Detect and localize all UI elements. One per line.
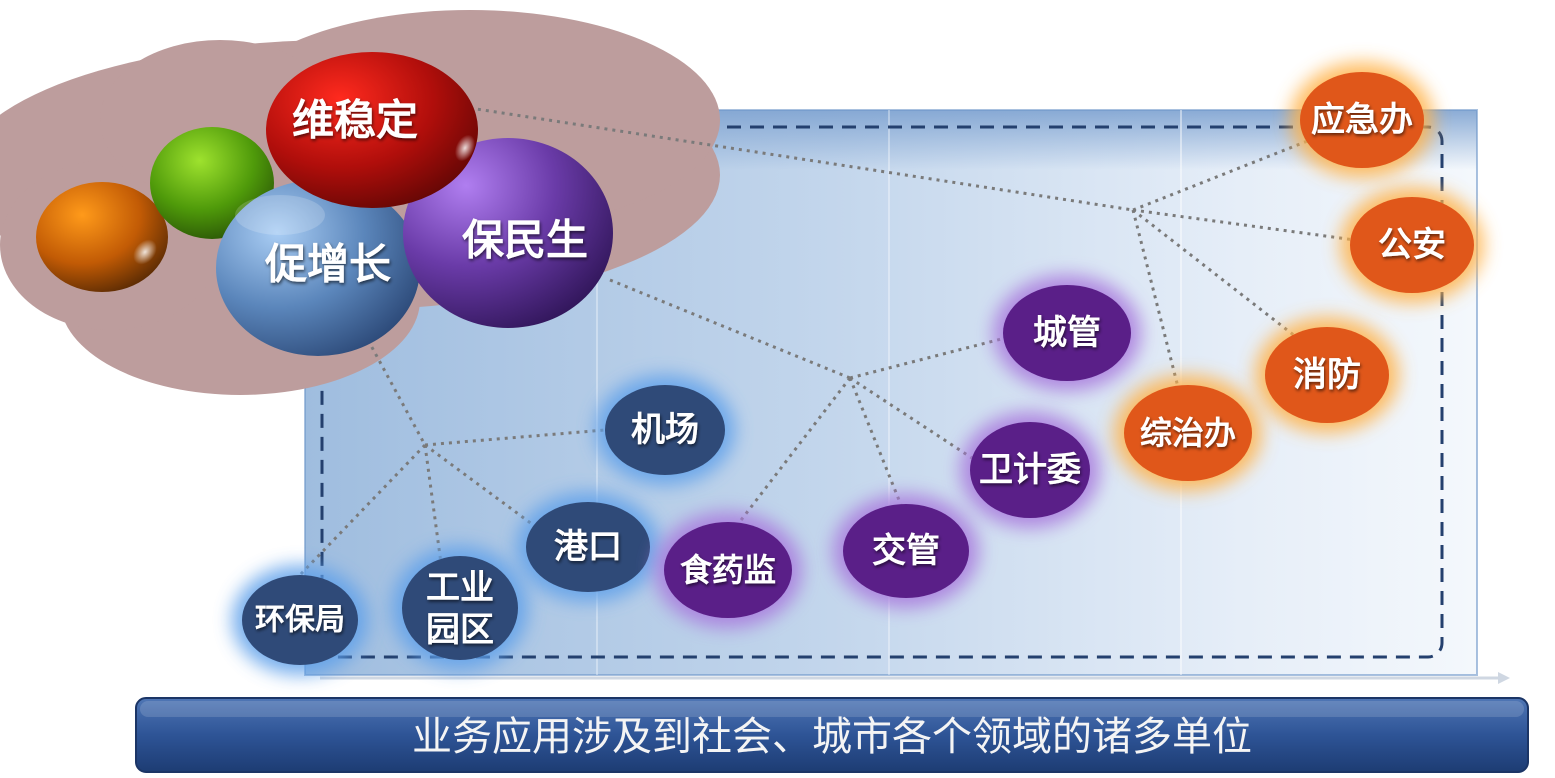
unit-node-xiaofang: 消防 <box>1255 317 1399 433</box>
unit-node-jichang: 机场 <box>595 375 735 485</box>
line-baominsheng-hub <box>609 278 851 380</box>
unit-body <box>242 575 358 665</box>
unit-node-shiyaojian: 食药监 <box>654 512 802 628</box>
unit-body <box>1300 72 1424 168</box>
unit-body <box>1265 327 1389 423</box>
goal-cuzengzhang: 促增长 <box>216 180 420 356</box>
line-hub-chengguan <box>849 336 1006 380</box>
unit-label: 机场 <box>631 410 699 450</box>
unit-node-gongan: 公安 <box>1340 187 1484 303</box>
unit-label: 综治办 <box>1140 414 1236 452</box>
unit-label: 应急办 <box>1311 100 1413 140</box>
connector-lines <box>298 106 1356 579</box>
goal-label: 促增长 <box>264 240 391 289</box>
banner: 业务应用涉及到社会、城市各个领域的诸多单位 <box>135 697 1529 773</box>
unit-body <box>970 422 1090 518</box>
unit-body <box>1350 197 1474 293</box>
unit-label: 卫计委 <box>979 450 1081 490</box>
unit-label: 消防 <box>1293 355 1361 395</box>
unit-body <box>1003 285 1131 381</box>
goal-label: 维稳定 <box>292 96 418 145</box>
unit-node-zongzhiban: 综治办 <box>1114 375 1262 491</box>
unit-body <box>605 385 725 475</box>
unit-body <box>664 522 792 618</box>
unit-node-jiaoguan: 交管 <box>833 494 979 608</box>
goal-spheres: 促增长 保民生 维稳定 <box>36 52 613 356</box>
goal-baominsheng: 保民生 <box>403 138 613 328</box>
unit-node-yingjiban: 应急办 <box>1290 62 1434 178</box>
line-hub-gongan <box>1132 208 1356 242</box>
banner-text: 业务应用涉及到社会、城市各个领域的诸多单位 <box>412 714 1252 760</box>
unit-label: 公安 <box>1378 225 1446 265</box>
unit-label: 城管 <box>1033 313 1101 353</box>
unit-label: 工业 <box>426 568 494 608</box>
unit-label: 港口 <box>554 527 622 567</box>
unit-body <box>526 502 650 592</box>
unit-label: 园区 <box>426 610 494 650</box>
dashed-boundary <box>320 125 1444 659</box>
unit-body <box>402 556 518 660</box>
unit-body <box>843 504 969 598</box>
line-hub-weijiwei <box>849 376 976 462</box>
goal-label: 保民生 <box>462 216 588 265</box>
unit-node-chengguan: 城管 <box>993 275 1141 391</box>
unit-node-gangkou: 港口 <box>516 492 660 602</box>
unit-label: 食药监 <box>680 551 776 589</box>
line-hub-xiaofang <box>1132 208 1301 342</box>
line-hub-jichang <box>424 428 606 447</box>
orange-sphere <box>36 182 168 292</box>
unit-node-huanbao: 环保局 <box>232 565 368 675</box>
goal-weiwending: 维稳定 <box>266 52 478 208</box>
unit-label: 交管 <box>872 531 940 571</box>
unit-label: 环保局 <box>255 603 345 638</box>
line-hub-huanbao <box>298 443 427 577</box>
unit-body <box>1124 385 1252 481</box>
unit-node-weijiwei: 卫计委 <box>960 412 1100 528</box>
